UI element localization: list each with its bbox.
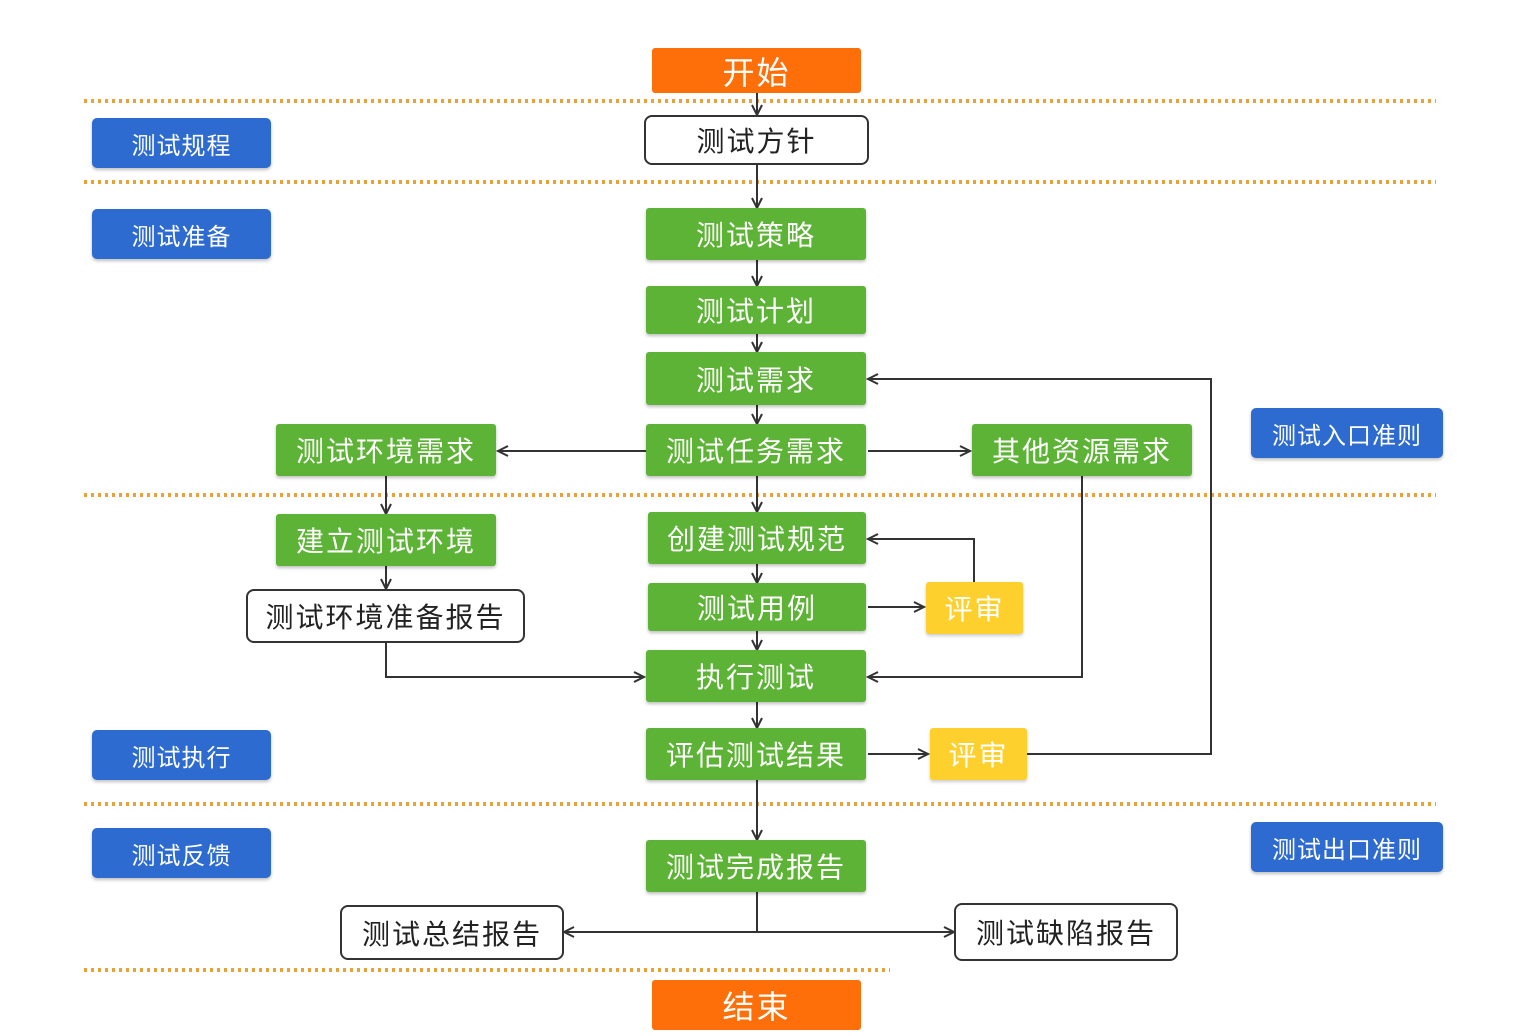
build-env-node: 建立测试环境 (276, 514, 496, 566)
phase-separators (84, 99, 1436, 972)
other-resources-node: 其他资源需求 (972, 424, 1192, 476)
env-requirements-node: 测试环境需求 (276, 424, 496, 476)
arrow-review-spec (865, 533, 975, 582)
execute-node: 执行测试 (646, 650, 866, 702)
entry-criteria-label: 测试入口准则 (1251, 408, 1443, 458)
arrow-report-exec (385, 643, 647, 683)
test-strategy-node: 测试策略 (646, 208, 866, 260)
phase-label-procedure: 测试规程 (92, 118, 271, 168)
phase-label-execution: 测试执行 (92, 730, 271, 780)
arrow-other-exec (865, 476, 1083, 683)
phase-label-preparation: 测试准备 (92, 209, 271, 259)
start-node: 开始 (652, 48, 861, 93)
env-report-node: 测试环境准备报告 (246, 589, 525, 643)
defect-report-node: 测试缺陷报告 (954, 903, 1178, 961)
exit-criteria-label: 测试出口准则 (1251, 822, 1443, 872)
create-spec-node: 创建测试规范 (648, 512, 866, 564)
summary-report-node: 测试总结报告 (340, 905, 564, 960)
test-cases-node: 测试用例 (648, 583, 866, 631)
end-node: 结束 (652, 980, 861, 1030)
arrow-review-req (865, 373, 1212, 755)
evaluate-node: 评估测试结果 (646, 728, 866, 780)
phase-label-feedback: 测试反馈 (92, 828, 271, 878)
task-requirements-node: 测试任务需求 (646, 424, 866, 476)
test-policy-node: 测试方针 (644, 115, 869, 165)
test-requirements-node: 测试需求 (646, 352, 866, 405)
review-node-2: 评审 (930, 728, 1027, 780)
review-node-1: 评审 (926, 582, 1023, 634)
test-plan-node: 测试计划 (646, 286, 866, 334)
completion-report-node: 测试完成报告 (646, 840, 866, 892)
